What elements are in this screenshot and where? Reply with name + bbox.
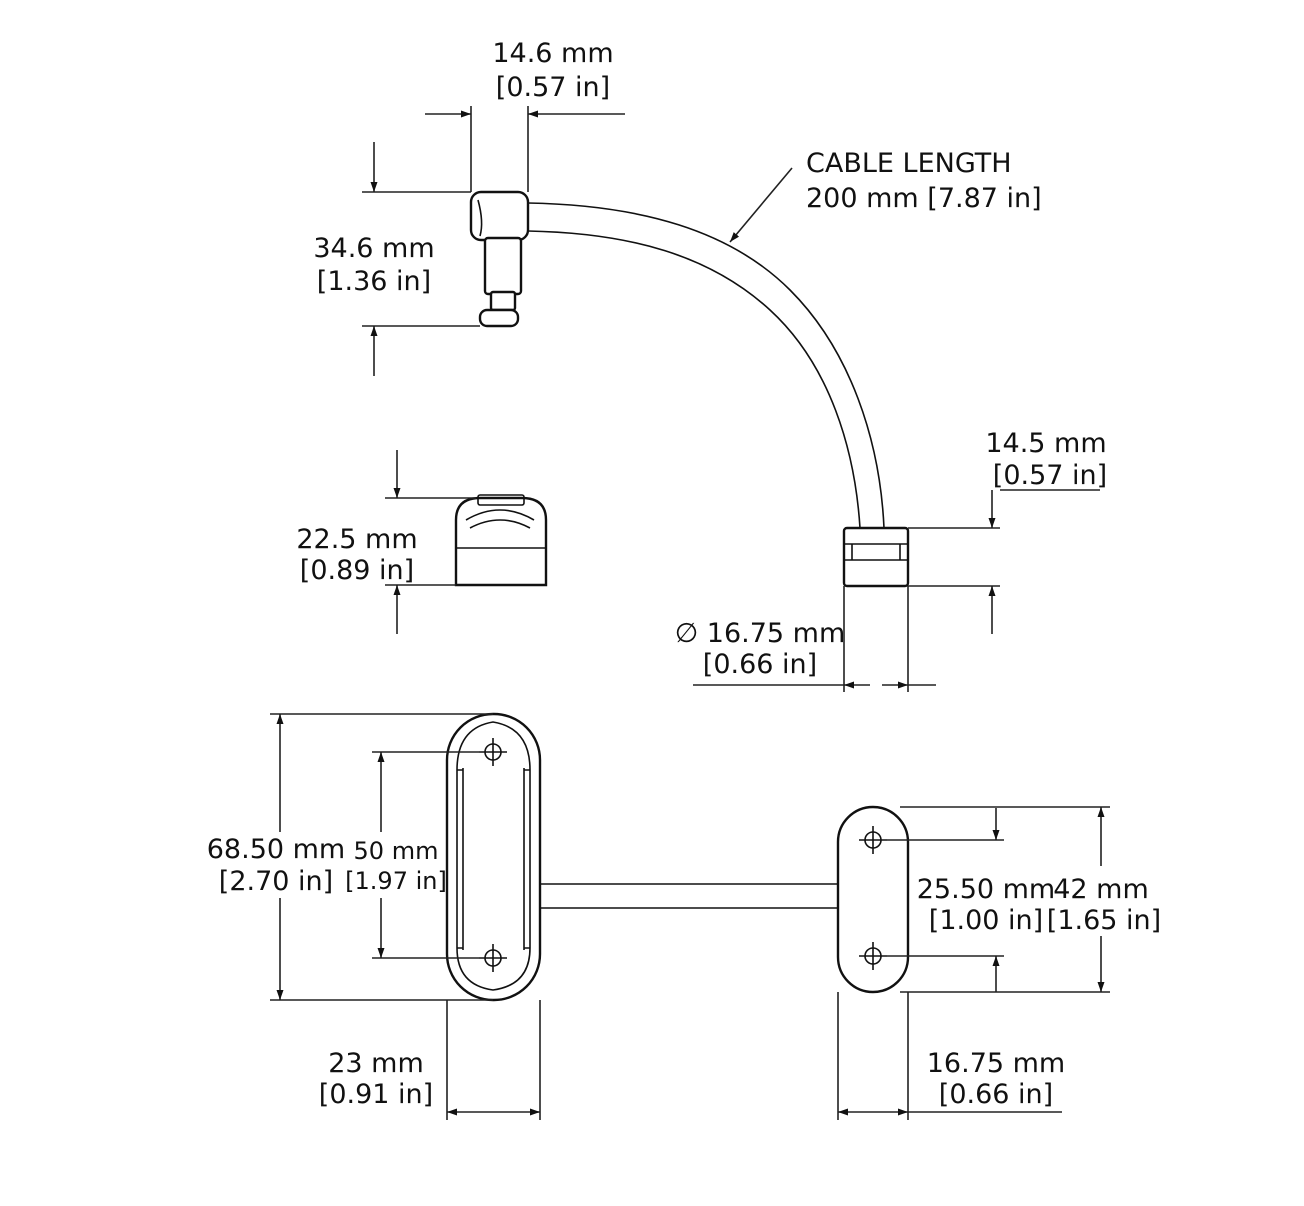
small-width-in: [0.66 in] xyxy=(939,1079,1053,1110)
large-plate-part xyxy=(445,712,542,1002)
small-pitch-in: [1.00 in] xyxy=(929,905,1043,936)
plate-width-in: [0.91 in] xyxy=(319,1079,433,1110)
cap-part xyxy=(454,494,548,587)
plate-height-in: [2.70 in] xyxy=(219,866,333,897)
dim-end-diameter: ∅ 16.75 mm [0.66 in] xyxy=(675,586,936,692)
cap-height-in: [0.89 in] xyxy=(300,555,414,586)
dim-end-height: 14.5 mm [0.57 in] xyxy=(908,428,1107,634)
dim-plate-height: 68.50 mm [2.70 in] xyxy=(207,713,493,1001)
small-width-mm: 16.75 mm xyxy=(927,1048,1065,1079)
dim-top-width: 14.6 mm [0.57 in] xyxy=(425,38,625,192)
end-diameter-in: [0.66 in] xyxy=(703,649,817,680)
top-height-mm: 34.6 mm xyxy=(313,233,434,264)
plate-width-mm: 23 mm xyxy=(328,1048,424,1079)
top-width-in: [0.57 in] xyxy=(496,72,610,103)
cable-end-part xyxy=(842,526,910,588)
dim-cap-height: 22.5 mm [0.89 in] xyxy=(296,450,476,634)
dim-top-height: 34.6 mm [1.36 in] xyxy=(313,142,480,376)
end-height-in: [0.57 in] xyxy=(993,460,1107,491)
top-width-mm: 14.6 mm xyxy=(492,38,613,69)
cap-height-mm: 22.5 mm xyxy=(296,524,417,555)
hole-pitch-mm: 50 mm xyxy=(354,837,439,865)
small-plate-part xyxy=(836,805,910,994)
plate-height-mm: 68.50 mm xyxy=(207,834,345,865)
cable-length-value: 200 mm [7.87 in] xyxy=(806,183,1042,214)
hole-pitch-in: [1.97 in] xyxy=(345,867,447,895)
small-height-in: [1.65 in] xyxy=(1047,905,1161,936)
dim-small-width: 16.75 mm [0.66 in] xyxy=(837,992,1065,1120)
dim-small-height: 42 mm [1.65 in] xyxy=(900,806,1161,993)
cable-length-title: CABLE LENGTH xyxy=(806,148,1012,179)
dim-plate-width: 23 mm [0.91 in] xyxy=(319,1000,541,1120)
end-height-mm: 14.5 mm xyxy=(985,428,1106,459)
end-diameter-mm: ∅ 16.75 mm xyxy=(675,618,846,649)
small-height-mm: 42 mm xyxy=(1053,874,1149,905)
top-height-in: [1.36 in] xyxy=(317,266,431,297)
small-pitch-mm: 25.50 mm xyxy=(917,874,1055,905)
dim-hole-pitch: 50 mm [1.97 in] xyxy=(345,751,479,959)
cable-head-part xyxy=(469,190,885,529)
bottom-cable xyxy=(540,883,838,909)
dim-small-pitch: 25.50 mm [1.00 in] xyxy=(887,808,1055,992)
cable-length-callout: CABLE LENGTH 200 mm [7.87 in] xyxy=(729,148,1042,243)
